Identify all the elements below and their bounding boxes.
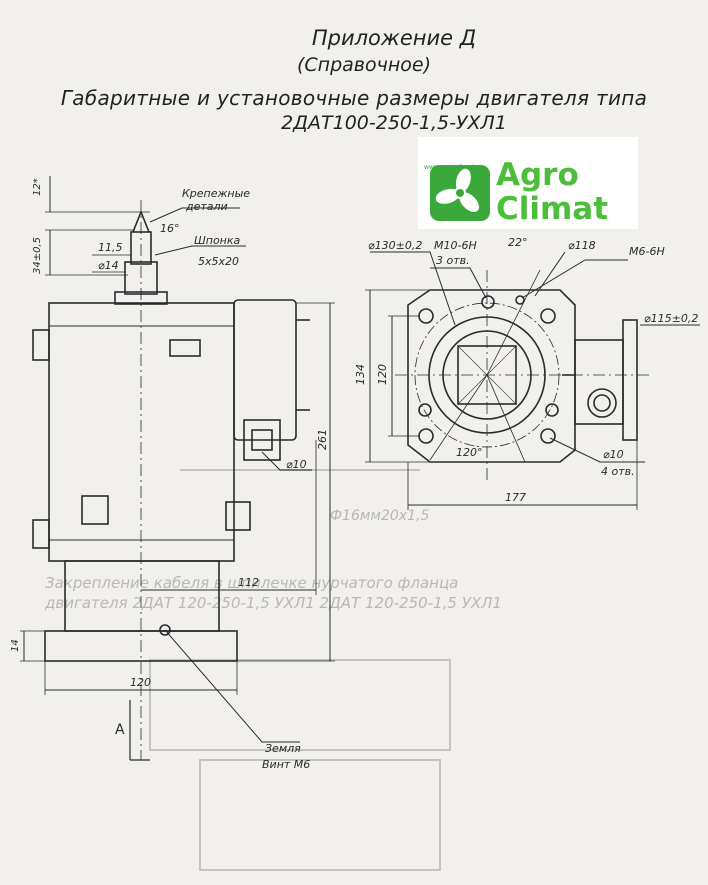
mount-hole-tr [540, 308, 556, 324]
faded-text-c: Ф16мм20х1,5 [330, 508, 429, 524]
ground-screw-icon [159, 624, 171, 636]
motor-base [44, 630, 238, 662]
flange-view [365, 251, 700, 510]
agro-climat-logo: www.agro-climat.ru Agro Climat [418, 137, 638, 229]
flange-gland [587, 388, 617, 418]
right-boss [225, 501, 251, 531]
dim-shaft-offset: 34±0,5 [32, 237, 43, 274]
flange-terminal-plate [622, 319, 638, 441]
motor-side-labels: 12* 34±0,5 11,5 ⌀14 Крепежные детали 16°… [10, 178, 329, 771]
lower-boss [81, 495, 109, 525]
motor-body [48, 302, 235, 562]
holes-3: 3 отв. [436, 254, 470, 267]
thread-m6: М6-6Н [629, 245, 665, 258]
logo-word-agro: Agro [496, 157, 579, 193]
dim-shaft-dia: ⌀14 [98, 259, 119, 272]
dim-width: 120 [130, 676, 151, 689]
dim-hole-left: ⌀10 [286, 458, 307, 471]
left-clamp-bottom [32, 519, 50, 549]
label-fasteners-2: детали [185, 200, 228, 213]
dim-key-width: 11,5 [98, 241, 123, 254]
cable-gland [243, 419, 281, 461]
dim-115: ⌀115±0,2 [644, 312, 698, 325]
mount-hole-tl [418, 308, 434, 324]
angle-22: 22° [508, 236, 528, 249]
dim-177: 177 [505, 491, 526, 504]
faded-text-a: Закрепление кабеля в шпилечке нурчатого … [45, 574, 458, 592]
dim-bolt-circle: ⌀130±0,2 [368, 239, 422, 252]
thread-hole-right [545, 403, 559, 417]
dim-118: ⌀118 [568, 239, 596, 252]
view-letter: А [115, 722, 125, 738]
dim-120-right: 120 [376, 364, 389, 385]
ground-leader [164, 629, 300, 743]
dim-height: 261 [316, 429, 329, 450]
flange-terminal-box [574, 339, 624, 425]
faded-text-b: двигателя 2ДАТ 120-250-1,5 УХЛ1 2ДАТ 120… [44, 594, 502, 612]
faded-shape [149, 659, 451, 751]
dim-top: 12* [32, 178, 43, 196]
dim-112: 112 [238, 576, 259, 589]
motor-side-view [20, 176, 335, 761]
label-fasteners-1: Крепежные [182, 187, 250, 200]
motor-model: 2ДАТ100-250-1,5-УХЛ1 [281, 112, 507, 134]
label-ground-2: Винт М6 [262, 758, 310, 771]
dim-hole-right: ⌀10 [603, 448, 624, 461]
front-boss [169, 339, 201, 357]
thread-hole-top [481, 295, 495, 309]
thread-m10: М10-6Н [434, 239, 477, 252]
angle-120: 120° [456, 446, 483, 459]
page-title: Габаритные и установочные размеры двигат… [60, 86, 648, 110]
flange-outline [407, 289, 576, 463]
cable-gland-inner [251, 429, 273, 451]
fan-icon [430, 165, 490, 221]
label-key: Шпонка [194, 234, 241, 247]
left-clamp-top [32, 329, 50, 361]
header-line-2: (Справочное) [296, 54, 431, 76]
faded-shape-2 [199, 759, 441, 871]
angle-16: 16° [160, 222, 180, 235]
key-size: 5х5х20 [198, 255, 239, 268]
dim-134: 134 [354, 364, 367, 385]
flange-labels: ⌀130±0,2 М10-6Н 3 отв. 22° ⌀118 М6-6Н ⌀1… [354, 236, 698, 504]
holes-4: 4 отв. [601, 465, 635, 478]
terminal-box [233, 299, 297, 441]
header-line-1: Приложение Д [311, 26, 477, 50]
flange-gland-inner [593, 394, 611, 412]
label-ground-1: Земля [265, 742, 301, 755]
mount-hole-br [540, 428, 556, 444]
thread-hole-m6 [515, 295, 525, 305]
dim-base: 14 [10, 639, 21, 652]
faded-background: Закрепление кабеля в шпилечке нурчатого … [44, 469, 502, 871]
mount-hole-bl [418, 428, 434, 444]
thread-hole-left [418, 403, 432, 417]
logo-word-climat: Climat [496, 191, 609, 227]
